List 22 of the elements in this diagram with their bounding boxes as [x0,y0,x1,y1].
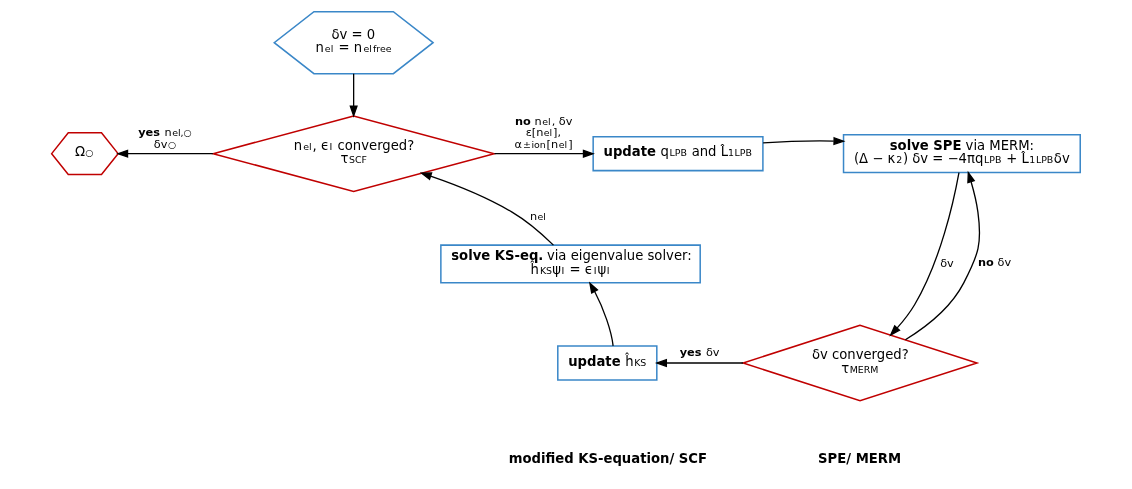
arrow [349,73,358,118]
arrow [419,172,555,246]
edge-label: no δv [977,255,1012,269]
label: SPE/ MERM [818,450,902,466]
node-box: solve KS-eq. via eigenvalue solver: ĥKSψI = ϵIψI [440,244,701,284]
edge-label: yes δv [679,346,720,360]
edge-label: yes nel,○ δv○ [138,126,192,151]
arrow [762,136,846,146]
node-box: solve SPE via MERM: (Δ − κ2) δv = −4πqLPB + L̂1LPBδv [842,134,1081,174]
node-diamond: nel, ϵI converged? τSCF [210,115,498,193]
edge-label: δv [940,256,954,270]
arrow [904,170,981,341]
node-box: update qLPB and L̂1LPB [592,135,764,172]
arrow [889,171,960,337]
edge-label: nel [529,210,546,224]
arrow [493,149,595,158]
node-box: update ĥKS [557,345,658,381]
arrow [588,281,614,347]
arrow [116,149,214,158]
edge-label: no nel, δv ε[nel], α±ion[nel] [514,114,573,151]
arrow [654,358,744,368]
label: modified KS-equation/ SCF [508,450,708,466]
